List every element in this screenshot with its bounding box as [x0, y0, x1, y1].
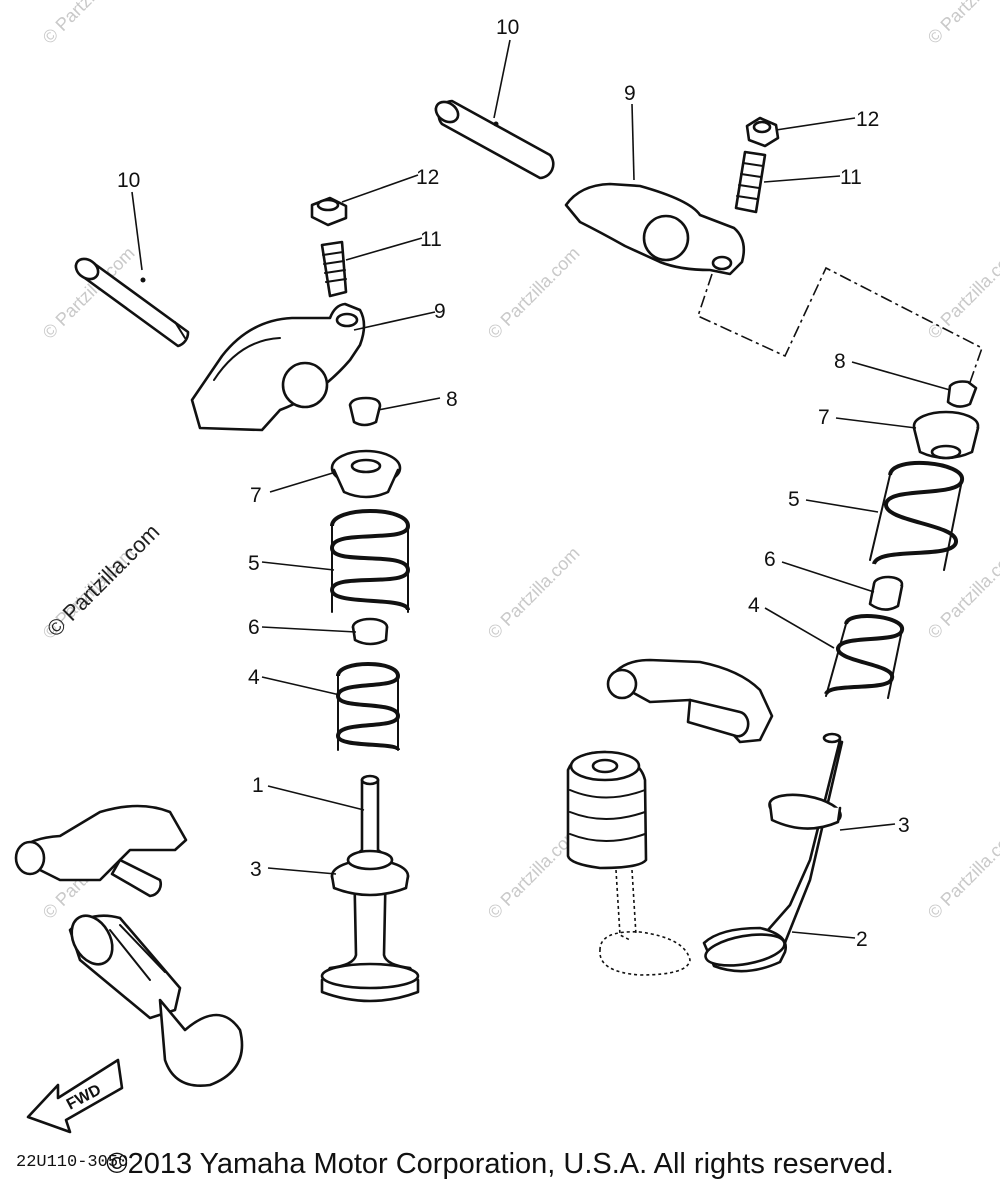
leader-lines: [131, 39, 951, 939]
callout-adjuster: 11: [840, 166, 862, 189]
ghost-rocker-left: [14, 804, 188, 898]
watermark: © Partzilla.com: [924, 823, 1000, 923]
watermark: © Partzilla.com: [39, 0, 139, 48]
fwd-arrow: FWD: [26, 1058, 124, 1134]
watermark: © Partzilla.com: [924, 543, 1000, 643]
callout-shaft: 10: [496, 16, 519, 39]
diagram-code: 22U110-3050: [16, 1153, 128, 1172]
callout-nut: 12: [856, 108, 879, 131]
callout-seat: 6: [248, 616, 260, 639]
ghost-valve-left: [68, 914, 244, 1088]
rocker-arm-left: [190, 302, 366, 432]
spring-inner-left: [335, 662, 401, 752]
adjuster-right: [734, 150, 767, 214]
callout-seat: 6: [764, 548, 776, 571]
ghost-rocker-right: [606, 658, 774, 744]
cotter-left: [348, 396, 382, 427]
valve-exhaust-right: [702, 732, 844, 973]
callout-spring-outer: 5: [248, 552, 260, 575]
callout-spring-inner: 4: [248, 666, 260, 689]
spring-inner-right: [824, 614, 904, 699]
adjuster-left: [320, 240, 348, 298]
link-line: [697, 266, 983, 389]
shaft-right: [434, 99, 555, 180]
watermark: © Partzilla.com: [484, 243, 584, 343]
callout-shaft: 10: [117, 169, 140, 192]
callout-cotter: 8: [446, 388, 458, 411]
cotter-right: [946, 380, 978, 408]
callout-valve-exhaust: 2: [856, 928, 868, 951]
shaft-left: [74, 257, 190, 348]
callout-cotter: 8: [834, 350, 846, 373]
callout-spring-inner: 4: [748, 594, 760, 617]
retainer-left: [330, 449, 402, 499]
watermark: © Partzilla.com: [924, 243, 1000, 343]
callouts: 10 10 9 12 11 9 8 7 5 6 4 1 3 12 11 8 7 …: [117, 16, 910, 951]
watermark: © Partzilla.com: [484, 543, 584, 643]
ghost-valve-right: [566, 750, 691, 976]
callout-seal: 3: [250, 858, 262, 881]
seat-right: [868, 575, 904, 611]
callout-retainer: 7: [250, 484, 262, 507]
nut-right: [745, 116, 780, 148]
rocker-arm-right: [564, 182, 746, 276]
copyright-notice: ©2013 Yamaha Motor Corporation, U.S.A. A…: [106, 1148, 894, 1180]
retainer-right: [912, 410, 980, 460]
callout-adjuster: 11: [420, 228, 442, 251]
callout-rocker-arm: 9: [434, 300, 446, 323]
callout-rocker-arm: 9: [624, 82, 636, 105]
seal-left: [330, 849, 410, 897]
spring-outer-right: [869, 460, 964, 571]
nut-left: [310, 196, 348, 227]
spring-outer-left: [329, 509, 411, 613]
seal-right: [768, 793, 842, 830]
seat-left: [351, 617, 389, 646]
callout-retainer: 7: [818, 406, 830, 429]
watermark: © Partzilla.com: [924, 0, 1000, 48]
watermark-large: © Partzilla.com: [42, 519, 165, 642]
callout-valve-intake: 1: [252, 774, 264, 797]
callout-spring-outer: 5: [788, 488, 800, 511]
callout-seal: 3: [898, 814, 910, 837]
callout-nut: 12: [416, 166, 439, 189]
